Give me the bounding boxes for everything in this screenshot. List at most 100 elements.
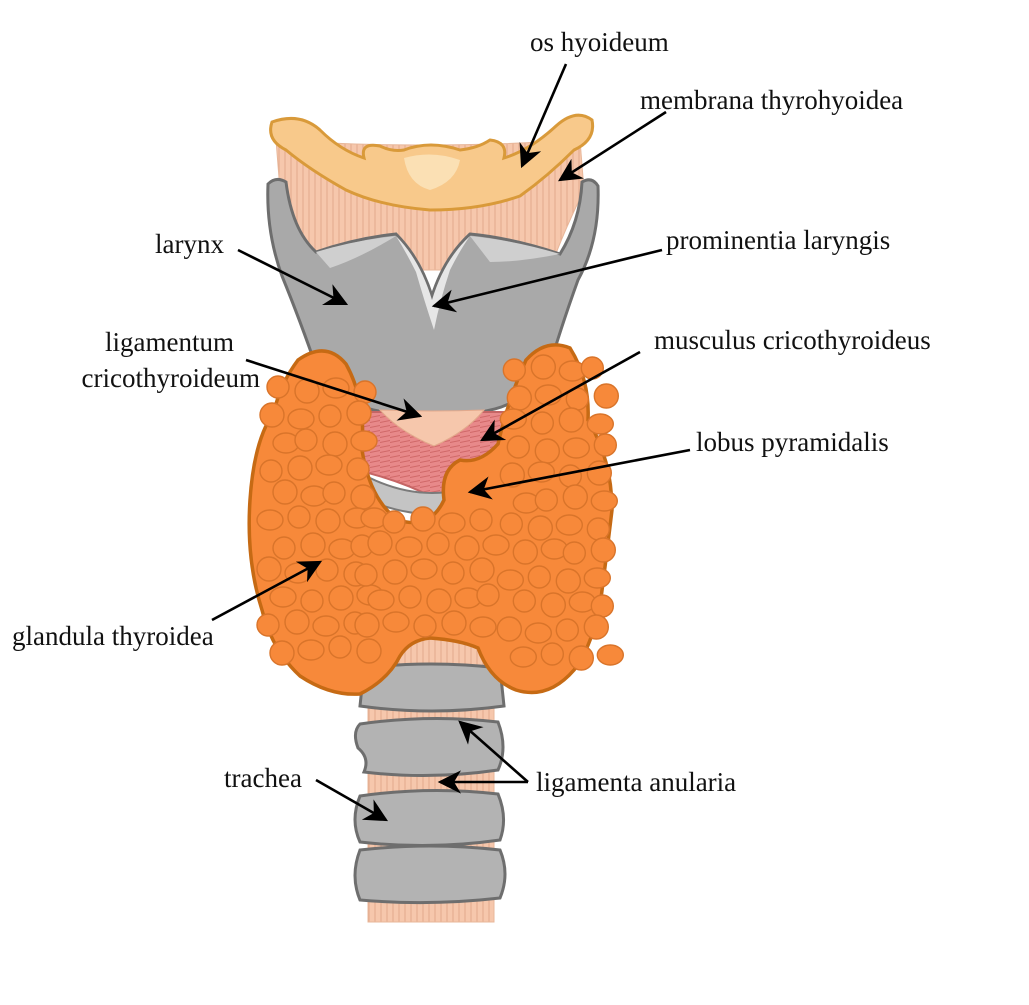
thyroid-lobule <box>328 635 352 659</box>
thyroid-lobule <box>315 508 341 534</box>
thyroid-lobule <box>506 385 533 411</box>
thyroid-lobule <box>287 505 311 529</box>
thyroid-lobule <box>593 433 618 457</box>
trachea-ring-1 <box>358 662 506 713</box>
thyroid-lobule <box>294 428 318 452</box>
thyroid-lobule <box>259 402 285 428</box>
thyroid-lobule <box>256 509 284 531</box>
thyroid-lobule <box>555 568 582 594</box>
label-ligamenta-anularia: ligamenta anularia <box>536 767 737 797</box>
thyroid-lobule <box>509 646 538 668</box>
label-larynx: larynx <box>155 229 224 259</box>
thyroid-lobule <box>346 400 372 426</box>
label-musculus-cricothyroideus: musculus cricothyroideus <box>654 325 931 355</box>
label-glandula-thyroidea: glandula thyroidea <box>12 621 214 651</box>
arrow-musculus-cricothyroideus <box>479 350 641 442</box>
thyroid-lobule <box>318 404 342 428</box>
thyroid-lobule <box>469 616 497 638</box>
thyroid-lobule <box>256 613 280 637</box>
trachea-ring-4 <box>353 844 507 905</box>
thyroid-lobule <box>346 457 370 481</box>
thyroid-lobule <box>499 408 528 430</box>
leader-lines <box>211 63 691 822</box>
thyroid-lobule <box>328 585 354 611</box>
thyroid-lobule <box>506 435 531 459</box>
thyroid-lobule <box>272 479 298 505</box>
thyroid-lobule <box>527 565 552 589</box>
thyroid-lobule <box>287 408 315 430</box>
arrow-membrana-thyrohyoidea <box>558 110 667 182</box>
label-ligamentum-line-1: ligamentum <box>105 327 234 357</box>
thyroid-lobule <box>496 569 525 591</box>
thyroid-lobule <box>558 464 583 488</box>
thyroid-lobule <box>534 488 559 512</box>
thyroid-lobule <box>540 592 567 618</box>
thyroid-lobule <box>300 589 324 613</box>
thyroid-lobule <box>284 609 310 635</box>
thyroid-lobule <box>499 462 526 488</box>
thyroid-lobule <box>534 438 561 464</box>
thyroid-lobule <box>350 484 376 510</box>
label-lobus-pyramidalis: lobus pyramidalis <box>696 427 889 457</box>
thyroid-lobule <box>583 614 610 640</box>
arrow-lobus-pyramidalis <box>467 448 691 500</box>
thyroid-lobule <box>272 536 296 560</box>
thyroid-lobule <box>583 567 612 589</box>
thyroid-lobule <box>322 431 348 457</box>
thyroid-lobule <box>512 589 537 613</box>
thyroid-lobule <box>413 614 437 638</box>
thyroid-lobule <box>496 616 523 642</box>
thyroid-lobule <box>367 530 393 556</box>
thyroid-lobule <box>499 512 524 536</box>
arrow-os-hyoideum <box>519 63 568 169</box>
thyroid-lobule <box>269 586 297 608</box>
thyroid-lobule <box>555 514 584 536</box>
thyroid-lobule <box>312 615 340 637</box>
thyroid-lobule <box>596 644 625 666</box>
thyroid-lobule <box>586 413 615 435</box>
thyroid-lobule <box>555 618 580 642</box>
thyroid-lobule <box>558 407 585 433</box>
thyroid-lobule <box>356 638 382 664</box>
thyroid-lobule <box>476 583 500 607</box>
thyroid-lobule <box>395 536 423 558</box>
label-prominentia-laryngis: prominentia laryngis <box>666 225 891 255</box>
thyroid-lobule <box>562 437 591 459</box>
thyroid-lobule <box>590 537 617 563</box>
trachea-ring-2 <box>353 716 505 778</box>
arrow-trachea <box>315 778 389 822</box>
thyroid-lobule <box>469 508 493 532</box>
trachea-ring-3 <box>353 788 505 848</box>
thyroid-lobule <box>426 588 452 614</box>
thyroid-lobule <box>266 375 290 399</box>
thyroid-lobule <box>256 556 282 582</box>
thyroid-lobule <box>530 354 557 380</box>
thyroid-lobule <box>562 484 589 510</box>
thyroid-lobule <box>367 589 395 611</box>
thyroid-lobule <box>441 561 465 585</box>
thyroid-lobule <box>382 510 406 534</box>
thyroid-lobule <box>482 534 510 556</box>
thyroid-lobule <box>568 645 595 671</box>
thyroid-lobule <box>438 512 466 534</box>
hyoid-bone <box>269 113 595 212</box>
thyroid-lobule <box>350 430 378 452</box>
thyroid-lobule <box>590 594 615 618</box>
thyroid-lobule <box>354 563 378 587</box>
thyroid-lobule <box>524 622 553 644</box>
label-ligamentum-line-2: cricothyroideum <box>81 363 260 393</box>
thyroid-lobule <box>297 639 325 661</box>
thyroid-lobule <box>469 557 495 583</box>
thyroid-lobule <box>410 558 438 580</box>
arrow-glandula-thyroidea <box>211 560 323 622</box>
thyroid-lobule <box>527 515 554 541</box>
label-membrana-thyrohyoidea: membrana thyrohyoidea <box>640 85 904 115</box>
thyroid-lobule <box>410 506 436 532</box>
thyroid-lobule <box>398 585 422 609</box>
thyroid-lobule <box>259 459 283 483</box>
thyroid-lobule <box>562 541 587 565</box>
arrow-larynx <box>237 248 349 306</box>
arrow-ligamenta-anularia-1 <box>458 720 529 783</box>
thyroid-lobule <box>454 535 480 561</box>
trachea-rings <box>353 662 507 905</box>
